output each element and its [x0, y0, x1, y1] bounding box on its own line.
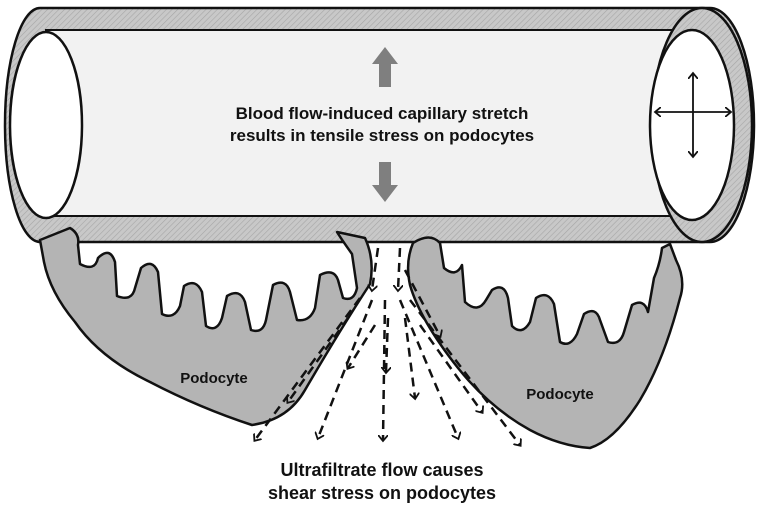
dashed-arrow-icon — [348, 324, 377, 368]
podocyte-left-label: Podocyte — [180, 370, 248, 387]
capillary-caption-line1: Blood flow-induced capillary stretch — [236, 104, 529, 123]
podocyte-right — [406, 236, 684, 450]
capillary-tube — [3, 6, 756, 244]
capillary-right-opening — [648, 28, 736, 222]
flow-arrows — [255, 247, 520, 445]
dashed-arrow-icon — [403, 317, 415, 398]
podocyte-left — [38, 226, 373, 427]
dashed-arrow-icon — [386, 317, 388, 372]
capillary-caption-line2: results in tensile stress on podocytes — [230, 126, 534, 145]
block-arrow-up-icon — [372, 47, 398, 87]
four-way-arrow-icon — [656, 74, 730, 156]
capillary-lumen — [45, 30, 690, 216]
dashed-arrow-icon — [372, 247, 380, 290]
dashed-arrow-icon — [288, 317, 350, 402]
dashed-arrow-icon — [398, 299, 458, 438]
filtrate-caption-line2: shear stress on podocytes — [268, 483, 496, 503]
filtrate-caption-line1: Ultrafiltrate flow causes — [280, 460, 483, 480]
dashed-arrow-icon — [383, 299, 385, 440]
dashed-arrow-icon — [318, 299, 374, 438]
block-arrow-down-icon — [372, 162, 398, 202]
capillary-left-opening — [8, 30, 84, 220]
dashed-arrow-icon — [398, 247, 400, 290]
dashed-arrow-icon — [403, 269, 440, 336]
dashed-arrow-icon — [409, 299, 520, 445]
dashed-arrow-icon — [418, 324, 482, 412]
podocyte-right-label: Podocyte — [526, 386, 594, 403]
